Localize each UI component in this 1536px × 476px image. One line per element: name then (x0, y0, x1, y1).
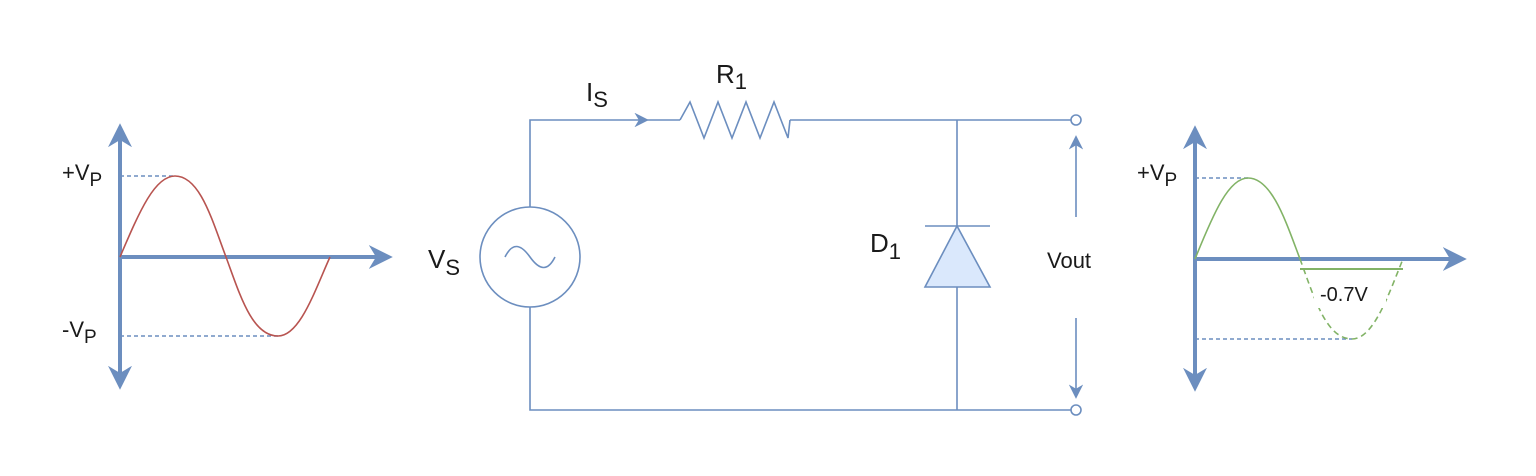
clip-label-background (1314, 278, 1386, 308)
clip-voltage-label: -0.7V (1320, 284, 1368, 306)
input-waveform-graph: +VP -VP (62, 123, 393, 390)
resistor-r1 (679, 99, 791, 141)
input-sine-wave (119, 175, 331, 337)
resistor-label: R1 (716, 59, 747, 94)
output-removed-negative-half (1299, 258, 1404, 340)
diode-d1 (923, 224, 992, 288)
input-vp-pos-label: +VP (62, 160, 102, 191)
current-label: IS (586, 77, 608, 112)
vout-label: Vout (1047, 248, 1091, 273)
input-vp-neg-label: -VP (62, 317, 97, 348)
wire-source-top (529, 112, 649, 207)
diode-label: D1 (870, 228, 901, 264)
output-positive-half-wave (1194, 177, 1301, 260)
circuit: VS IS R1 D1 Vout (428, 59, 1091, 416)
source-label: VS (428, 244, 460, 280)
output-vp-pos-label: +VP (1137, 160, 1177, 191)
output-waveform-graph: +VP -0.7V (1137, 125, 1467, 392)
ac-source-tilde-icon (504, 245, 556, 269)
wire-source-bottom (529, 307, 1071, 411)
output-terminal-bottom (1070, 404, 1082, 416)
output-terminal-top (1070, 114, 1082, 126)
